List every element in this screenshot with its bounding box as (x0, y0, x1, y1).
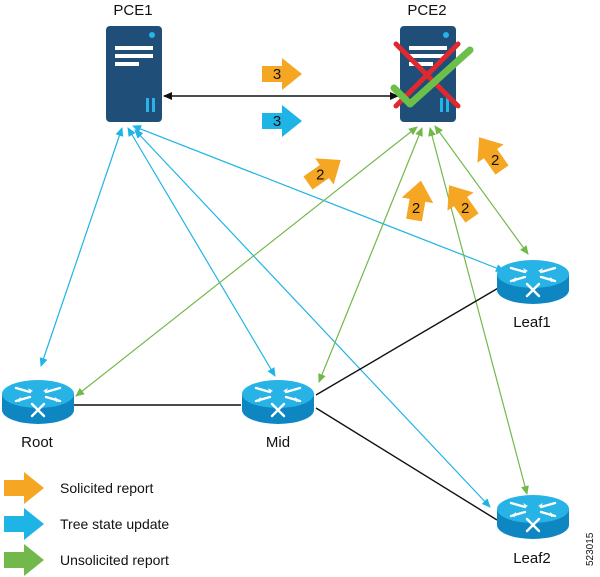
legend-item-tree-state: Tree state update (4, 508, 169, 540)
legend: Solicited report Tree state update Unsol… (4, 472, 169, 576)
leaf2-label: Leaf2 (513, 550, 551, 567)
root-router: Root (0, 378, 76, 451)
root-label: Root (21, 434, 54, 451)
solicited-step-arrow-b: 2 (398, 177, 437, 223)
recovered-check-icon (390, 46, 474, 108)
figure-id: 523015 (585, 532, 596, 566)
pce1-label: PCE1 (113, 2, 152, 19)
tree-state-swatch-icon (4, 508, 44, 540)
unsolicited-swatch-icon (4, 544, 44, 576)
leaf1-label: Leaf1 (513, 314, 551, 331)
router-icon (0, 378, 76, 426)
pce2-node: PCE2 (390, 2, 474, 122)
solicited-step-arrow-top: 3 (262, 58, 302, 90)
line-pce2-mid (318, 127, 423, 383)
solicited-step-arrow-d: 2 (465, 128, 516, 180)
line-pce2-root (75, 126, 418, 397)
pce2-label: PCE2 (407, 2, 446, 19)
router-icon (240, 378, 316, 426)
mid-label: Mid (266, 434, 290, 451)
svg-text:Solicited report: Solicited report (60, 480, 153, 496)
tree-update-step-arrow: 3 (262, 105, 302, 137)
svg-text:2: 2 (461, 200, 469, 217)
pce1-node: PCE1 (106, 2, 162, 122)
server-icon (106, 26, 162, 122)
router-icon (495, 493, 571, 541)
solicited-step-arrow-c: 2 (435, 176, 486, 228)
svg-text:2: 2 (491, 152, 499, 169)
svg-text:3: 3 (273, 113, 281, 130)
svg-text:Unsolicited report: Unsolicited report (60, 552, 169, 568)
svg-text:2: 2 (316, 166, 324, 183)
solicited-swatch-icon (4, 472, 44, 504)
line-pce1-root (39, 127, 124, 367)
leaf1-router: Leaf1 (495, 258, 571, 331)
link-mid-leaf2 (315, 407, 498, 521)
green-unsolicited-lines (75, 125, 529, 495)
svg-text:2: 2 (412, 200, 420, 217)
solicited-step-arrow-a: 2 (298, 146, 350, 197)
svg-text:Tree state update: Tree state update (60, 516, 169, 532)
leaf2-router: Leaf2 (495, 493, 571, 567)
legend-item-unsolicited: Unsolicited report (4, 544, 169, 576)
link-mid-leaf1 (315, 286, 501, 396)
line-pce2-leaf2 (428, 127, 529, 495)
line-pce1-mid (127, 127, 276, 377)
svg-text:3: 3 (273, 66, 281, 83)
router-icon (495, 258, 571, 306)
mid-router: Mid (240, 378, 316, 451)
legend-item-solicited: Solicited report (4, 472, 153, 504)
black-topology-links (74, 92, 501, 521)
